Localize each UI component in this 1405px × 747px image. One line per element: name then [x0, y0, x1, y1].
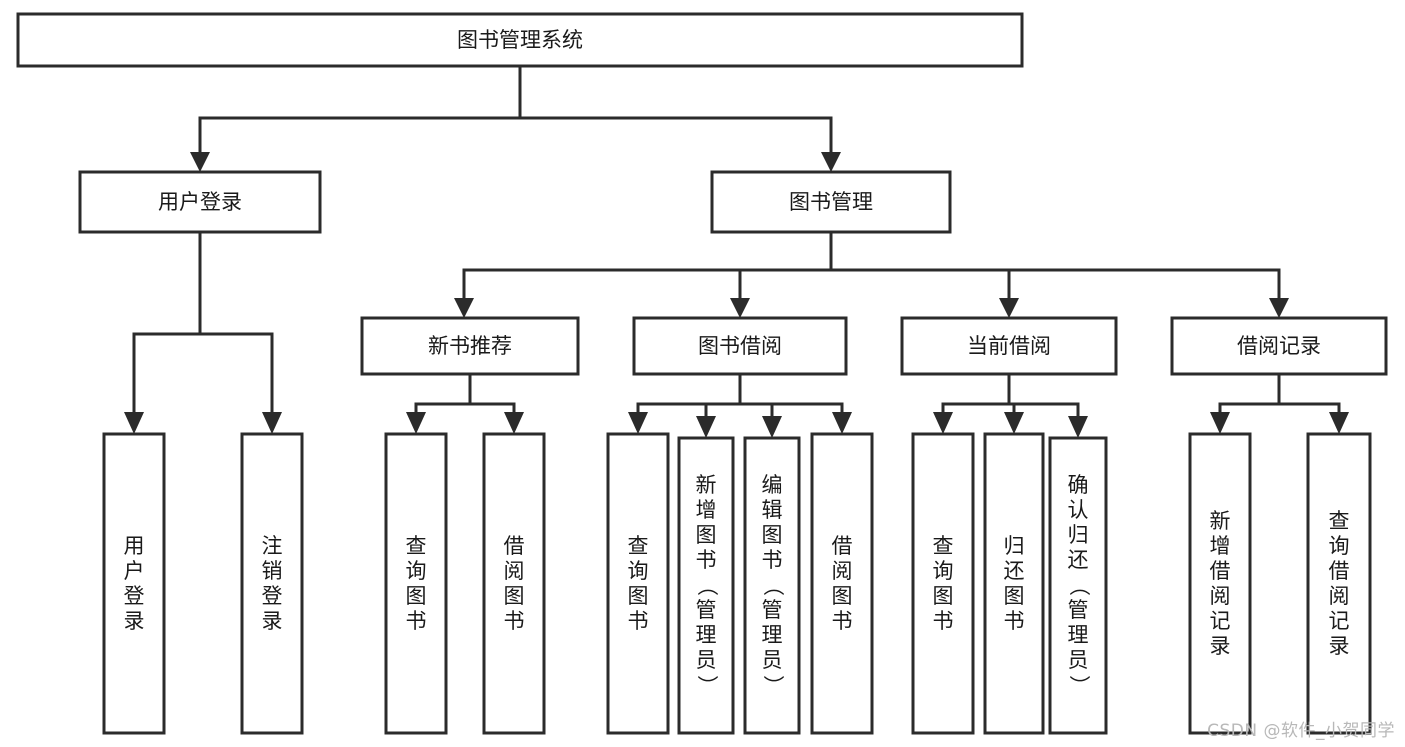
connector-group-borrow-record — [1210, 372, 1349, 434]
arrow-root-to-book-manage — [821, 152, 841, 172]
connector-group-current-borrow — [933, 372, 1088, 438]
arrow-root-to-user-login — [190, 152, 210, 172]
node-book-borrow[interactable]: 图书借阅 — [632, 316, 848, 376]
leaf-box-borrow-book-recommend[interactable] — [482, 432, 546, 735]
leaf-box-group — [102, 432, 1372, 735]
leaf-box-query-borrow-record[interactable] — [1306, 432, 1372, 735]
arrow-user-login-to-leaf2 — [262, 412, 282, 434]
arrow-bm-to-borrow — [730, 298, 750, 318]
node-user-login-label: 用户登录 — [158, 190, 242, 214]
arrow-recommend-leaf1 — [406, 412, 426, 434]
node-current-borrow-label: 当前借阅 — [967, 334, 1051, 358]
node-book-manage-box[interactable] — [710, 170, 952, 234]
leaf-box-edit-book-admin[interactable] — [743, 436, 801, 735]
node-book-borrow-box[interactable] — [632, 316, 848, 376]
arrow-bm-to-recommend — [454, 298, 474, 318]
arrow-borrow-leaf4 — [832, 412, 852, 434]
arrow-current-leaf3 — [1068, 416, 1088, 438]
leaf-box-confirm-return-admin[interactable] — [1048, 436, 1108, 735]
leaf-box-logout[interactable] — [240, 432, 304, 735]
arrow-record-leaf2 — [1329, 412, 1349, 434]
arrow-borrow-leaf1 — [628, 412, 648, 434]
connector-group-root — [190, 64, 841, 172]
node-root-box[interactable] — [16, 12, 1024, 68]
node-book-manage-label: 图书管理 — [789, 190, 873, 214]
leaf-box-query-book-current[interactable] — [911, 432, 975, 735]
node-new-book-recommend-label: 新书推荐 — [428, 334, 512, 358]
arrow-recommend-leaf2 — [504, 412, 524, 434]
csdn-watermark: CSDN @软件_小贺同学 — [1207, 721, 1395, 741]
arrow-bm-to-record — [1269, 298, 1289, 318]
node-root-label: 图书管理系统 — [457, 28, 583, 52]
arrow-current-leaf2 — [1004, 412, 1024, 434]
arrow-user-login-to-leaf1 — [124, 412, 144, 434]
arrow-borrow-leaf2 — [696, 416, 716, 438]
leaf-box-return-book[interactable] — [983, 432, 1045, 735]
leaf-box-borrow-book[interactable] — [810, 432, 874, 735]
node-book-borrow-label: 图书借阅 — [698, 334, 782, 358]
node-borrow-record-box[interactable] — [1170, 316, 1388, 376]
connector-group-book-borrow — [628, 372, 852, 438]
node-book-manage[interactable]: 图书管理 — [710, 170, 952, 234]
connector-group-book-manage — [454, 230, 1289, 318]
arrow-bm-to-current — [999, 298, 1019, 318]
connector-group-new-book-recommend — [406, 372, 524, 434]
leaf-box-query-book-borrow[interactable] — [606, 432, 670, 735]
leaf-box-user-login[interactable] — [102, 432, 166, 735]
node-new-book-recommend-box[interactable] — [360, 316, 580, 376]
leaf-box-query-book-recommend[interactable] — [384, 432, 448, 735]
node-user-login[interactable]: 用户登录 — [78, 170, 322, 234]
arrow-current-leaf1 — [933, 412, 953, 434]
node-root[interactable]: 图书管理系统 — [16, 12, 1024, 68]
node-current-borrow[interactable]: 当前借阅 — [900, 316, 1118, 376]
leaf-box-add-borrow-record[interactable] — [1188, 432, 1252, 735]
node-user-login-box[interactable] — [78, 170, 322, 234]
node-new-book-recommend[interactable]: 新书推荐 — [360, 316, 580, 376]
arrow-borrow-leaf3 — [762, 416, 782, 438]
arrow-record-leaf1 — [1210, 412, 1230, 434]
connector-group-user-login — [124, 230, 282, 434]
leaf-box-add-book-admin[interactable] — [677, 436, 735, 735]
node-current-borrow-box[interactable] — [900, 316, 1118, 376]
node-borrow-record[interactable]: 借阅记录 — [1170, 316, 1388, 376]
node-borrow-record-label: 借阅记录 — [1237, 334, 1321, 358]
